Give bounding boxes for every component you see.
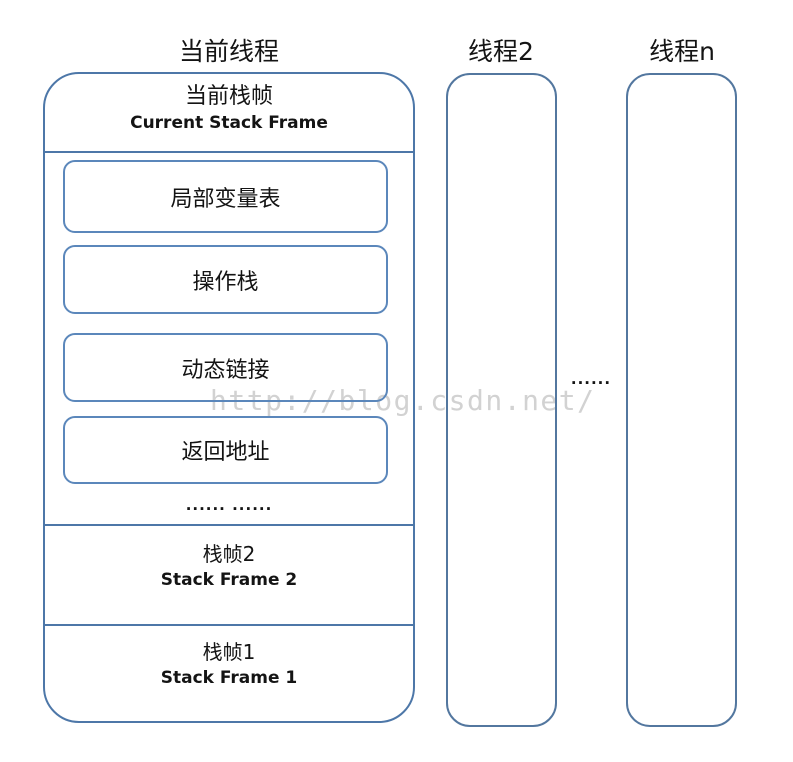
thread-2-stack-box [446, 73, 557, 727]
stack-frame-ellipsis: ...... ...... [185, 496, 273, 514]
slot-local-variable-table: 局部变量表 [63, 160, 388, 233]
current-stack-frame-label-en: Current Stack Frame [130, 113, 328, 133]
current-stack-frame-body: 局部变量表 操作栈 动态链接 返回地址 ...... ...... [45, 153, 413, 526]
thread-2-title: 线程2 [468, 37, 534, 66]
thread-n-title: 线程n [649, 37, 715, 66]
stack-frame-2-label-zh: 栈帧2 [202, 542, 256, 566]
slot-dynamic-linking: 动态链接 [63, 333, 388, 402]
stack-frame-1-label-en: Stack Frame 1 [160, 668, 298, 688]
slot-return-address: 返回地址 [63, 416, 388, 484]
current-stack-frame-header: 当前栈帧 Current Stack Frame [45, 74, 413, 153]
thread-n-stack-box [626, 73, 737, 727]
stack-frame-1-label-zh: 栈帧1 [202, 640, 256, 664]
stack-frame-1-section: 栈帧1 Stack Frame 1 [45, 626, 413, 721]
stack-frame-2-label-en: Stack Frame 2 [160, 570, 298, 590]
threads-ellipsis: ...... [570, 370, 612, 388]
stack-frame-2-section: 栈帧2 Stack Frame 2 [45, 526, 413, 626]
current-thread-stack-box: 当前栈帧 Current Stack Frame 局部变量表 操作栈 动态链接 … [43, 72, 415, 723]
current-thread-title: 当前线程 [178, 37, 279, 66]
current-stack-frame-label-zh: 当前栈帧 [184, 84, 273, 109]
slot-operand-stack: 操作栈 [63, 245, 388, 314]
